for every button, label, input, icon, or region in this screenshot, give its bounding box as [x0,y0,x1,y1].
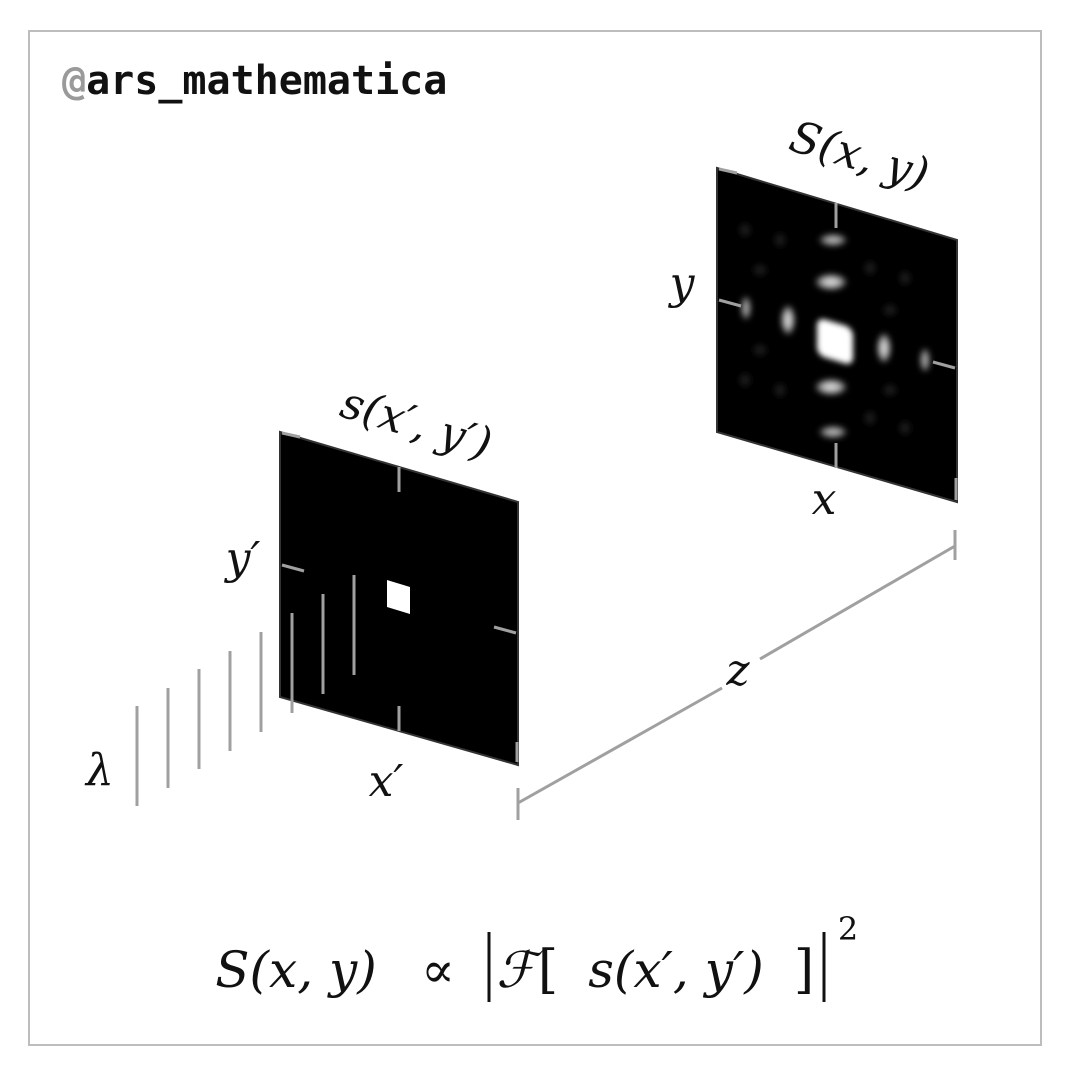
target-plane [716,166,958,504]
source-aperture [387,580,410,614]
tick [281,431,301,439]
fringe [780,304,796,336]
formula-lhs: S(x, y) [215,941,377,999]
distance-line-lower [517,686,723,805]
source-y-label: y′ [224,533,261,584]
distance-label: z [725,645,750,696]
at-sign: @ [62,58,87,104]
formula-relation: ∝ [421,941,455,999]
formula: S(x, y) ∝ ℱ [ s(x′, y′) ] 2 [215,910,858,1002]
central-maximum [817,319,853,364]
handle-name: ars_mathematica [86,58,448,104]
fringe [814,273,848,291]
target-y-label: y [668,258,696,309]
source-x-label: x′ [369,756,404,807]
formula-exponent: 2 [838,910,858,948]
wavefront-lines [135,632,263,806]
fringe [818,233,848,247]
source-axis-ticks [281,431,519,762]
diffraction-pattern [735,218,931,440]
tick [718,167,738,175]
side-lobes [735,218,915,440]
tick [932,360,956,370]
bracket-open: [ [538,940,558,1000]
target-axis-ticks [718,167,958,500]
fringe [740,295,752,321]
bracket-close: ] [794,940,814,1000]
account-handle: @ars_mathematica [62,58,447,104]
distance-indicator [516,530,957,820]
formula-argument: s(x′, y′) [588,941,764,999]
fringe [919,347,931,373]
wavelength-label: λ [84,745,114,796]
tick [281,563,305,573]
tick [493,625,517,635]
target-x-label: x [812,474,837,525]
frame-border [28,30,1042,1046]
target-plane-title: S(x, y) [784,111,935,200]
fringe [814,378,848,396]
tick [718,298,742,308]
wavefront-lines-on-plane [290,575,356,713]
distance-line-upper [759,544,956,661]
fringe [818,425,848,439]
source-plane [279,430,519,767]
fringe [876,332,892,364]
